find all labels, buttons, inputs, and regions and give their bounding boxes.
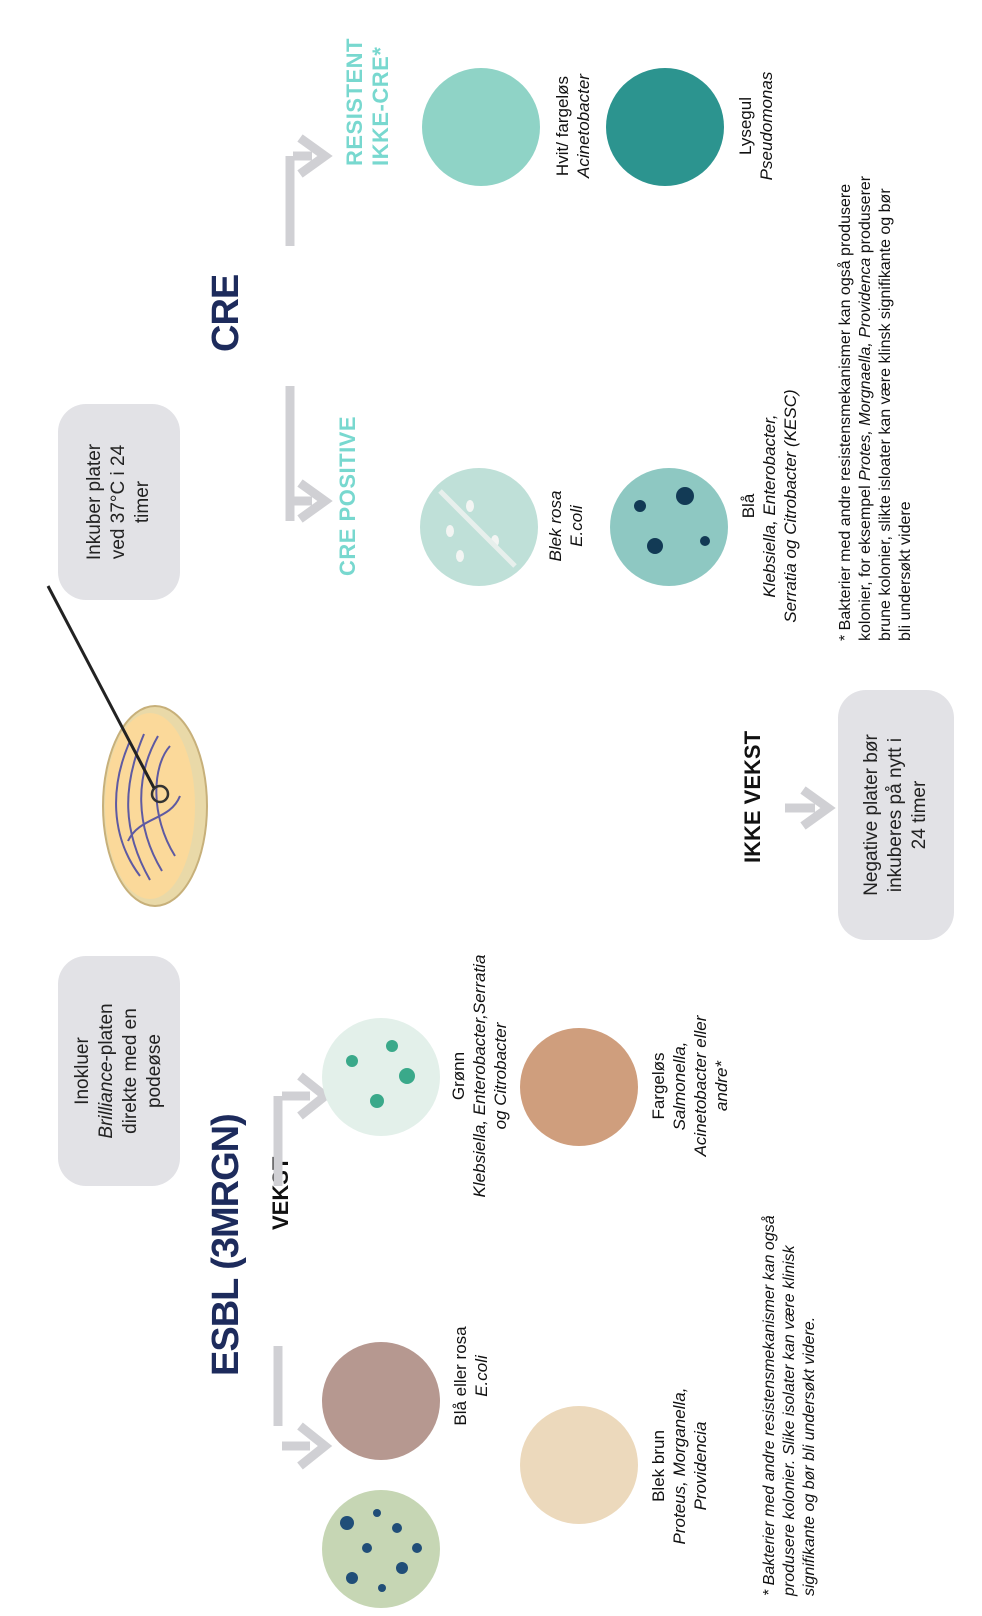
esbl-label-pale-brown: Blek brun Proteus, Morganella, Providenc… <box>648 1356 711 1576</box>
plate-cre-blue <box>610 468 728 586</box>
plate-cre-pale-pink <box>420 468 538 586</box>
cre-label-blue: Blå Klebsiella, Enterobacter, Serratia o… <box>738 356 801 656</box>
plate-esbl-green <box>322 1018 440 1136</box>
plate-esbl-pale-brown <box>520 1406 638 1524</box>
cre-label-yellow: Lysegul Pseudomonas <box>735 36 777 216</box>
plate-esbl-colorless <box>520 1028 638 1146</box>
cre-label-white: Hvit/ fargeløs Acinetobacter <box>552 36 594 216</box>
esbl-label-colorless: Fargeløs Salmonella, Acinetobacter eller… <box>648 976 732 1196</box>
esbl-label-green: Grønn Klebsiella, Enterobacter,Serratia … <box>448 916 511 1236</box>
cre-label-pale-pink: Blek rosa E.coli <box>545 436 587 616</box>
plate-esbl-pink <box>322 1342 440 1460</box>
esbl-footnote: * Bakterier med andre resistensmekanisme… <box>760 1176 820 1596</box>
plate-esbl-blue-pink <box>322 1490 440 1608</box>
plate-cre-yellow <box>606 68 724 186</box>
cre-footnote: * Bakterier med andre resistensmekanisme… <box>836 1 916 641</box>
esbl-label-blue-pink: Blå eller rosa E.coli <box>450 1276 492 1476</box>
plate-cre-white <box>422 68 540 186</box>
no-growth-box: Negative plater bør inkuberes på nytt i … <box>838 690 954 940</box>
